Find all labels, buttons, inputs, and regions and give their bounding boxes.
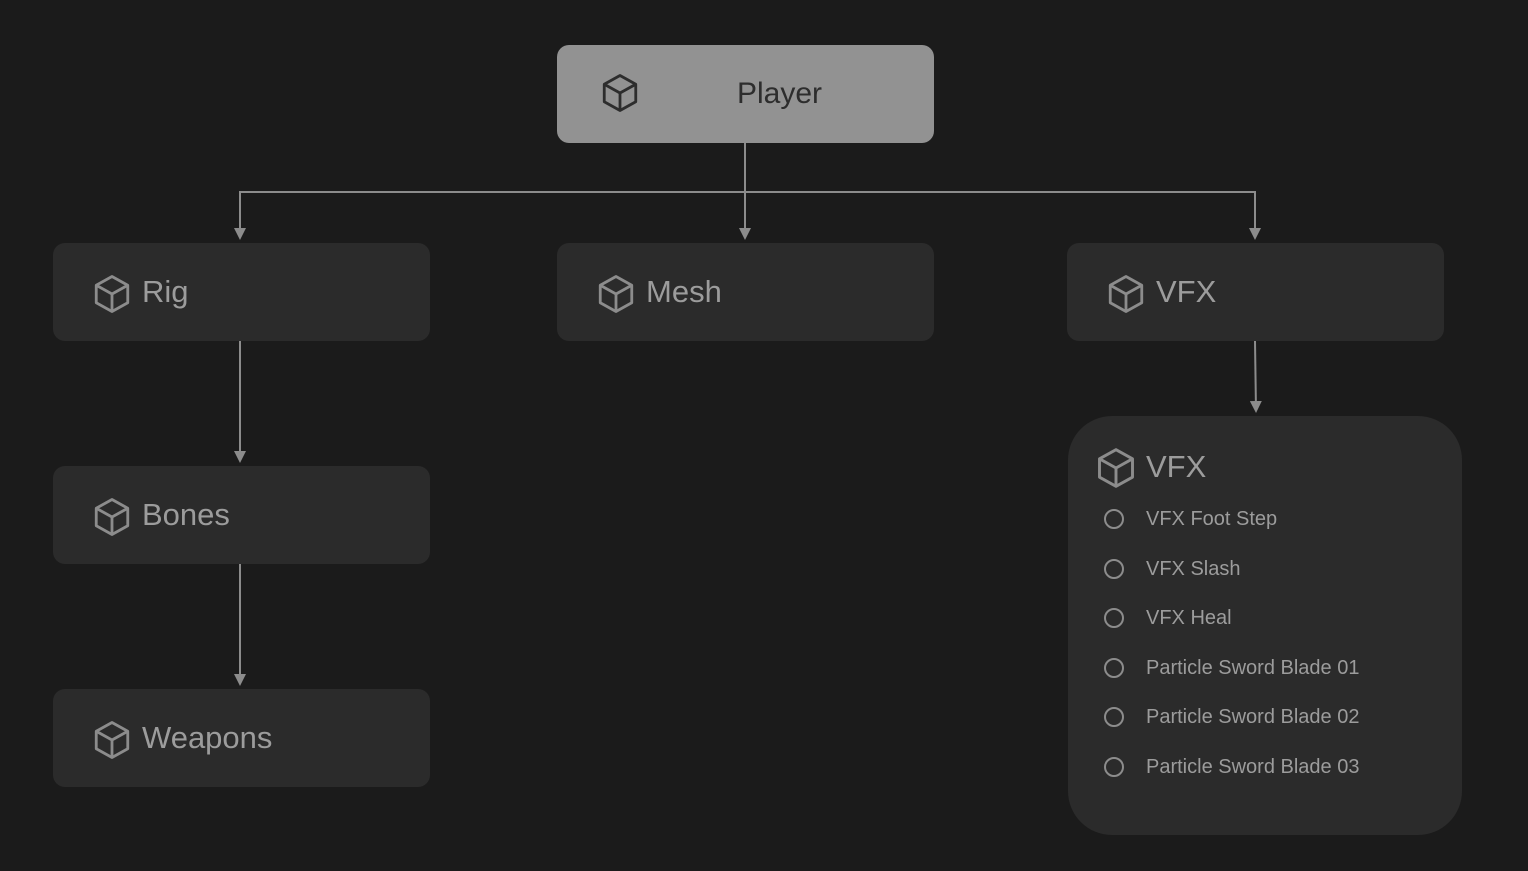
panel-title: VFX — [1146, 449, 1207, 484]
cube-icon — [91, 719, 133, 761]
cube-icon — [599, 72, 641, 114]
item-label: VFX Foot Step — [1146, 508, 1278, 530]
item-label: Particle Sword Blade 01 — [1146, 656, 1360, 679]
node-mesh[interactable]: Mesh — [557, 243, 934, 341]
node-label: Rig — [142, 274, 189, 309]
cube-icon — [1094, 446, 1138, 490]
item-label: Particle Sword Blade 02 — [1146, 706, 1360, 728]
node-vfx[interactable]: VFX — [1067, 243, 1444, 341]
item-label: VFX Slash — [1146, 557, 1241, 580]
node-label: VFX — [1156, 274, 1217, 309]
cube-icon — [91, 496, 133, 538]
node-player[interactable]: Player — [557, 45, 934, 143]
vfx-panel: VFX VFX Foot Step VFX Slash VFX Heal Par… — [1068, 416, 1462, 835]
node-label: Bones — [142, 497, 230, 532]
node-rig[interactable]: Rig — [53, 243, 430, 341]
radio-button[interactable] — [1104, 608, 1124, 628]
radio-button[interactable] — [1104, 657, 1124, 678]
cube-icon — [91, 273, 133, 315]
node-label: Weapons — [142, 720, 273, 755]
connector-player-to-rig — [234, 191, 745, 240]
connector-player-to-vfx — [745, 191, 1261, 240]
node-bones[interactable]: Bones — [53, 466, 430, 564]
item-label: Particle Sword Blade 03 — [1146, 755, 1360, 778]
cube-icon — [595, 273, 637, 315]
item-label: VFX Heal — [1146, 607, 1232, 629]
node-weapons[interactable]: Weapons — [53, 689, 430, 787]
cube-icon — [1105, 273, 1147, 315]
node-label: Mesh — [646, 274, 722, 309]
radio-button[interactable] — [1104, 558, 1124, 579]
radio-button[interactable] — [1104, 756, 1124, 777]
connector-vfx-to-panel — [1249, 340, 1262, 413]
radio-button[interactable] — [1104, 707, 1124, 727]
node-label: Player — [737, 77, 823, 110]
radio-button[interactable] — [1104, 509, 1124, 529]
